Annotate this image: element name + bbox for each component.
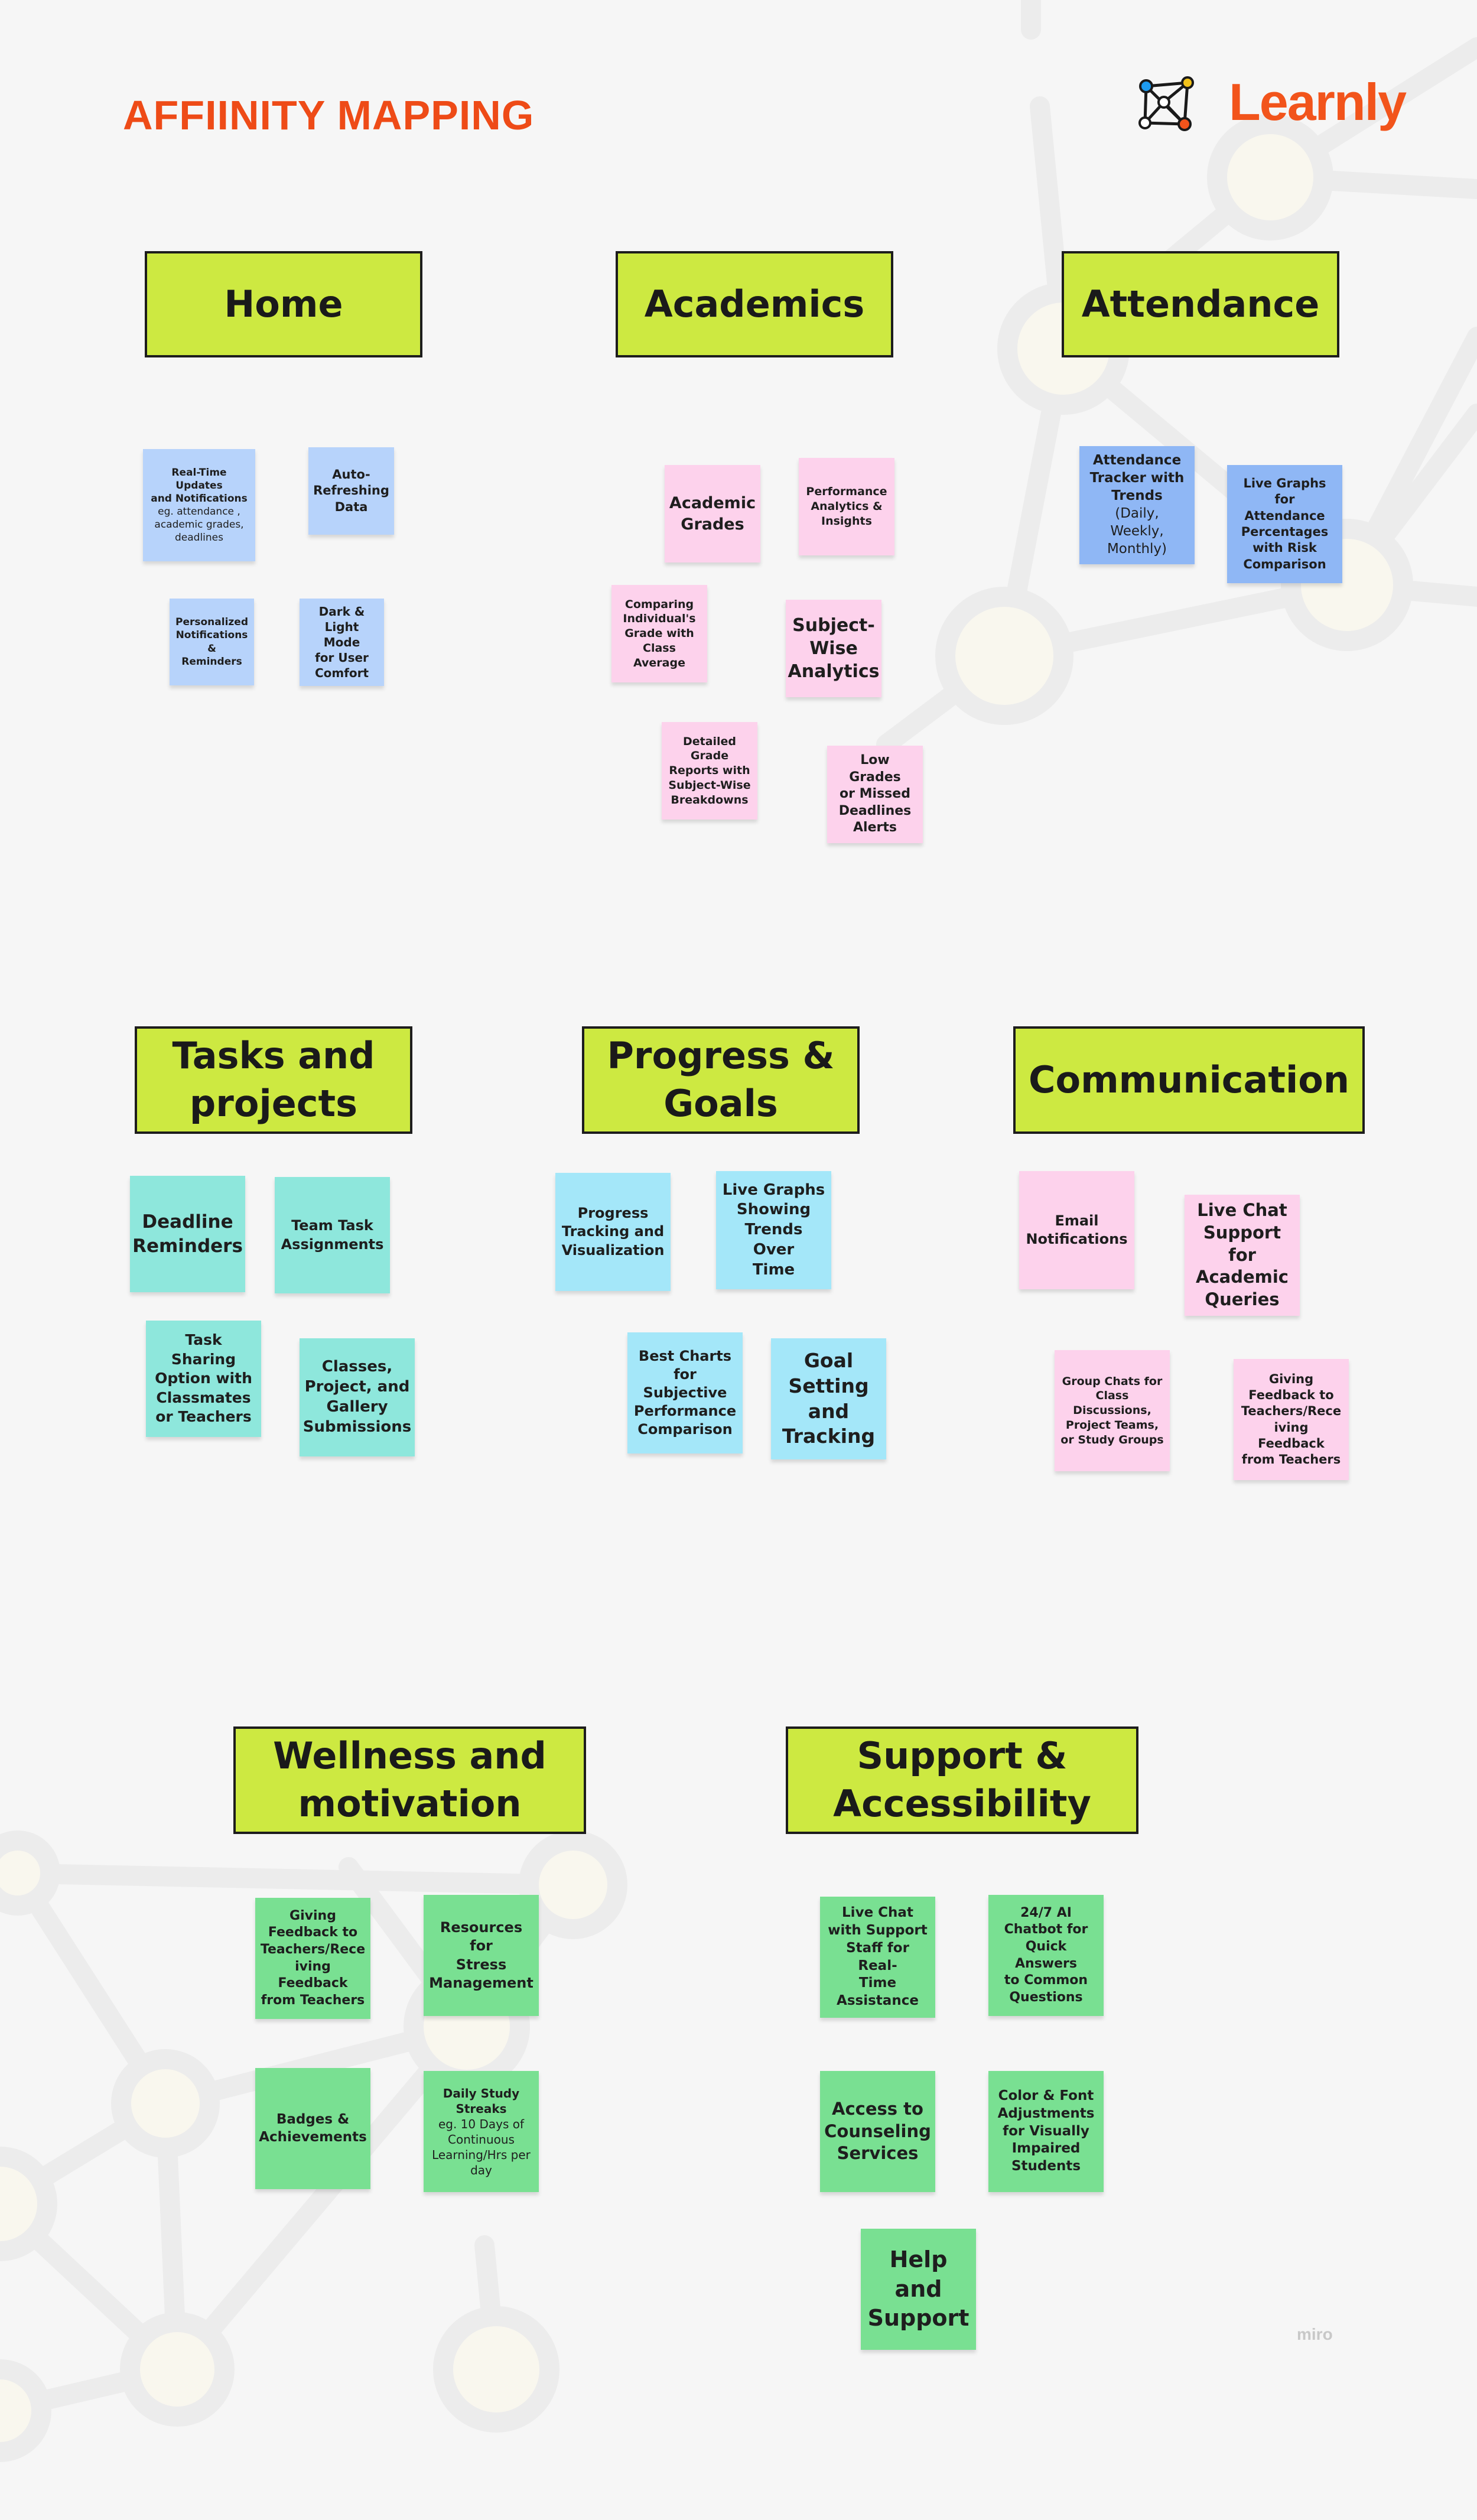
sticky-note-low-grades-alerts[interactable]: Low Grades or Missed Deadlines Alerts [827, 746, 923, 843]
sticky-note-live-chat-academic[interactable]: Live Chat Support for Academic Queries [1185, 1195, 1300, 1316]
sticky-note-color-font-adjustments[interactable]: Color & Font Adjustments for Visually Im… [988, 2071, 1104, 2192]
sticky-note-subtext: (Daily, Weekly, Monthly) [1107, 506, 1167, 557]
page-title: AFFIINITY MAPPING [123, 92, 535, 138]
sticky-note-personalized-notifications[interactable]: Personalized Notifications & Reminders [170, 599, 254, 685]
header-academics[interactable]: Academics [616, 251, 893, 357]
sticky-note-text: Attendance Tracker with Trends [1089, 453, 1185, 504]
sticky-note-badges-achievements[interactable]: Badges & Achievements [255, 2068, 370, 2189]
sticky-note-live-graphs-trends[interactable]: Live Graphs Showing Trends Over Time [716, 1171, 831, 1289]
sticky-note-ai-chatbot[interactable]: 24/7 AI Chatbot for Quick Answers to Com… [988, 1895, 1104, 2016]
sticky-note-subject-wise-analytics[interactable]: Subject- Wise Analytics [786, 600, 881, 697]
header-communication[interactable]: Communication [1013, 1026, 1365, 1134]
sticky-note-email-notifications[interactable]: Email Notifications [1019, 1171, 1134, 1289]
sticky-note-subtext: eg. 10 Days of Continuous Learning/Hrs p… [432, 2116, 531, 2177]
sticky-note-progress-tracking[interactable]: Progress Tracking and Visualization [555, 1173, 671, 1291]
sticky-note-attendance-tracker[interactable]: Attendance Tracker with Trends (Daily, W… [1079, 446, 1195, 564]
sticky-note-subtext: eg. attendance , academic grades, deadli… [154, 506, 244, 544]
sticky-note-giving-feedback-wellness[interactable]: Giving Feedback to Teachers/Rece iving F… [255, 1898, 370, 2019]
sticky-note-live-graphs-attendance[interactable]: Live Graphs for Attendance Percentages w… [1227, 465, 1342, 583]
sticky-note-help-and-support[interactable]: Help and Support [861, 2229, 976, 2350]
sticky-note-detailed-grade-reports[interactable]: Detailed Grade Reports with Subject-Wise… [662, 722, 757, 820]
sticky-note-group-chats[interactable]: Group Chats for Class Discussions, Proje… [1055, 1350, 1170, 1471]
sticky-note-daily-study-streaks[interactable]: Daily Study Streaks eg. 10 Days of Conti… [424, 2071, 539, 2192]
header-attendance[interactable]: Attendance [1062, 251, 1339, 357]
sticky-note-giving-feedback[interactable]: Giving Feedback to Teachers/Rece iving F… [1234, 1359, 1349, 1480]
brand-name: Learnly [1229, 73, 1407, 131]
header-support-and-accessibility[interactable]: Support & Accessibility [786, 1726, 1138, 1834]
miro-watermark: miro [1297, 2325, 1333, 2343]
sticky-note-counseling-services[interactable]: Access to Counseling Services [820, 2071, 935, 2192]
sticky-note-realtime-updates[interactable]: Real-Time Updates and Notifications eg. … [143, 449, 255, 561]
sticky-note-text: Real-Time Updates and Notifications [151, 466, 248, 505]
sticky-note-task-sharing[interactable]: Task Sharing Option with Classmates or T… [146, 1321, 261, 1437]
sticky-note-text: Daily Study Streaks [443, 2086, 520, 2116]
sticky-note-stress-resources[interactable]: Resources for Stress Management [424, 1895, 539, 2016]
sticky-note-dark-light-mode[interactable]: Dark & Light Mode for User Comfort [300, 599, 384, 686]
header-home[interactable]: Home [145, 251, 422, 357]
sticky-note-team-task-assignments[interactable]: Team Task Assignments [275, 1177, 390, 1293]
header-progress-and-goals[interactable]: Progress & Goals [582, 1026, 860, 1134]
sticky-note-goal-setting[interactable]: Goal Setting and Tracking [771, 1338, 886, 1459]
sticky-note-deadline-reminders[interactable]: Deadline Reminders [130, 1176, 245, 1292]
sticky-note-performance-analytics[interactable]: Performance Analytics & Insights [799, 458, 894, 555]
header-tasks-and-projects[interactable]: Tasks and projects [135, 1026, 412, 1134]
header-wellness-and-motivation[interactable]: Wellness and motivation [233, 1726, 586, 1834]
network-logo-icon [1138, 76, 1194, 131]
sticky-note-classes-submissions[interactable]: Classes, Project, and Gallery Submission… [300, 1338, 415, 1456]
sticky-note-academic-grades[interactable]: Academic Grades [665, 465, 760, 562]
sticky-note-best-charts[interactable]: Best Charts for Subjective Performance C… [627, 1332, 743, 1454]
sticky-note-auto-refreshing[interactable]: Auto- Refreshing Data [308, 447, 394, 535]
sticky-note-live-chat-support[interactable]: Live Chat with Support Staff for Real- T… [820, 1897, 935, 2018]
sticky-note-comparing-grades[interactable]: Comparing Individual's Grade with Class … [611, 585, 707, 682]
